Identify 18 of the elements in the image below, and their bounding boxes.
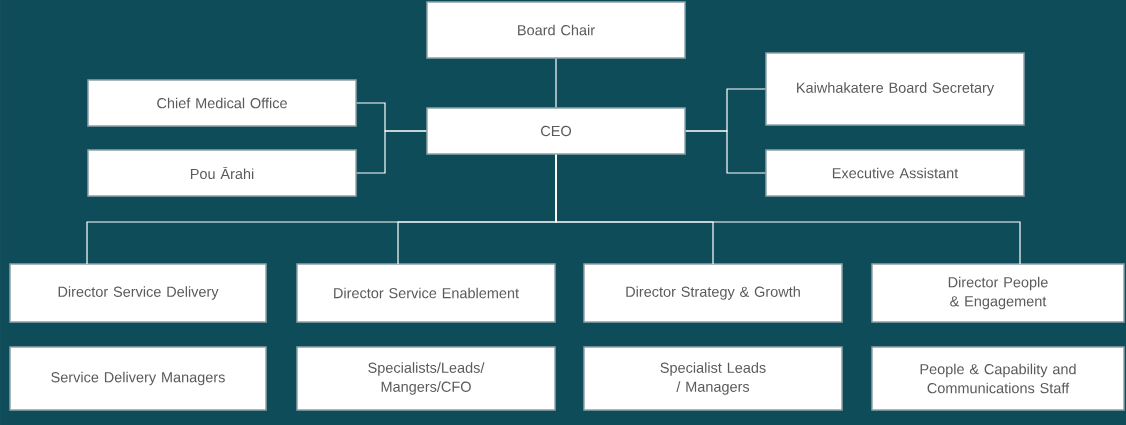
connector-line xyxy=(555,58,557,108)
org-box: Board Chair xyxy=(426,1,686,59)
org-box: Specialist Leads / Managers xyxy=(583,346,843,411)
connector-line xyxy=(555,154,1021,265)
connector-line xyxy=(356,130,427,174)
org-box: Service Delivery Managers xyxy=(9,346,267,411)
org-box: Kaiwhakatere Board Secretary xyxy=(765,52,1025,126)
org-box: Director Service Enablement xyxy=(296,263,556,323)
org-box: CEO xyxy=(426,107,686,155)
org-box: Pou Ārahi xyxy=(87,149,357,197)
org-box: Chief Medical Office xyxy=(87,79,357,127)
org-box: Director People & Engagement xyxy=(871,263,1125,323)
org-box: Executive Assistant xyxy=(765,149,1025,197)
org-box: Director Strategy & Growth xyxy=(583,263,843,323)
org-box: Specialists/Leads/ Mangers/CFO xyxy=(296,346,556,411)
connector-line xyxy=(685,130,766,174)
org-box: People & Capability and Communications Staff xyxy=(871,346,1125,411)
org-box: Director Service Delivery xyxy=(9,263,267,323)
